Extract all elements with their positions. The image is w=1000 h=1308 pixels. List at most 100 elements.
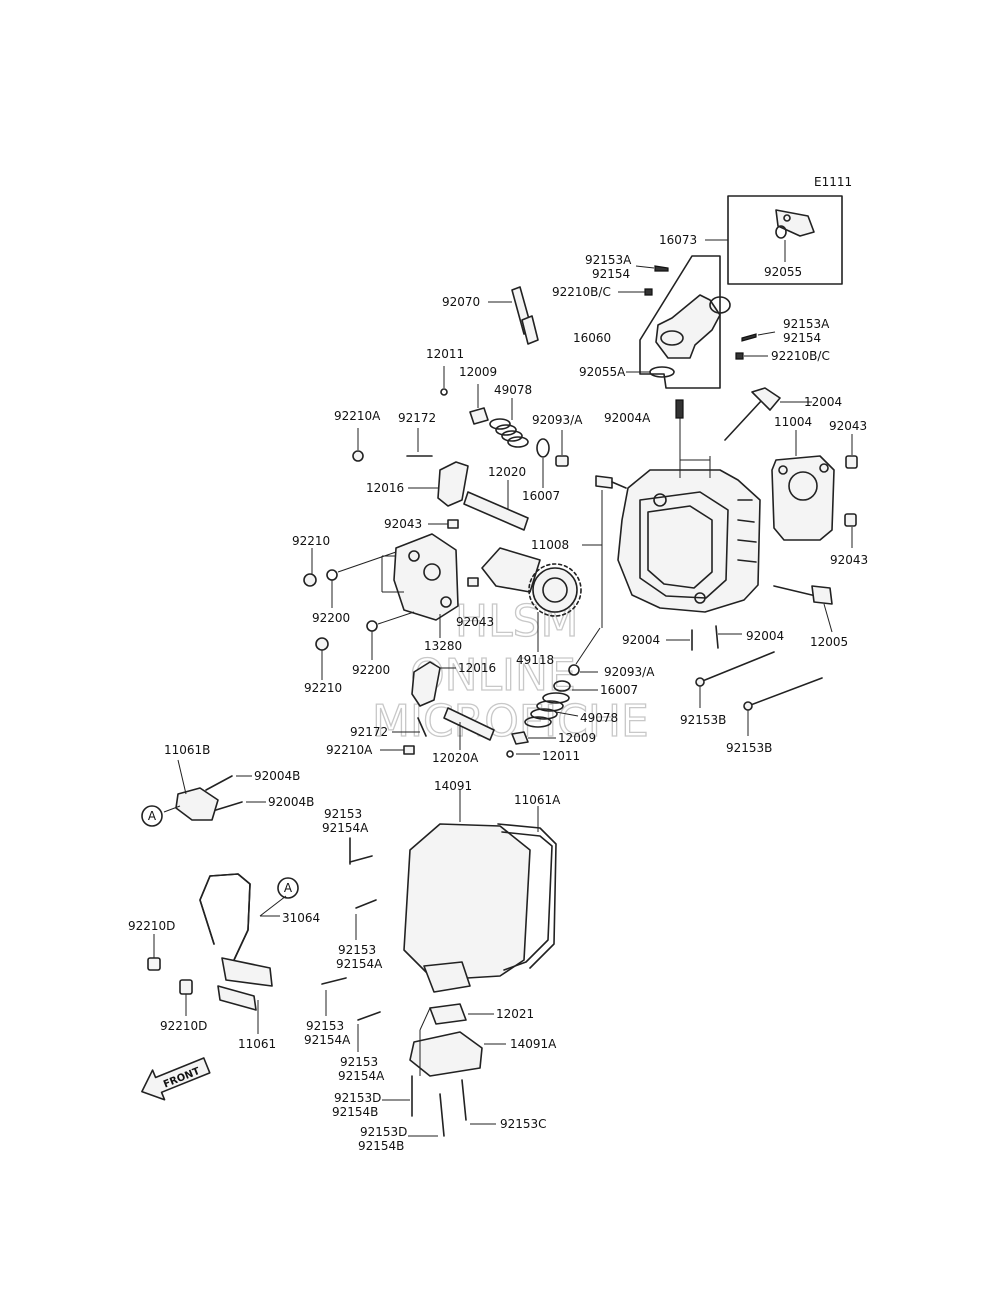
label-12021: 12021 [496, 1007, 534, 1021]
label-12020: 12020 [488, 465, 526, 479]
label-92154b-2: 92154B [358, 1139, 404, 1153]
nut-92210a [352, 450, 364, 462]
label-92210bc-1: 92210B/C [552, 285, 611, 299]
valve-exhaust [724, 387, 812, 441]
rocker-arm-upper [437, 461, 469, 507]
part-labels: 16073 92055 92153A 92154 92210B/C 92070 … [128, 233, 868, 1153]
label-92004b-1: 92004B [254, 769, 300, 783]
valve-train [303, 366, 627, 758]
label-92172-1: 92172 [398, 411, 436, 425]
label-16007-2: 16007 [600, 683, 638, 697]
label-92153-4: 92153 [340, 1055, 378, 1069]
label-92153a-2: 92153A [783, 317, 830, 331]
label-92210-1: 92210 [292, 534, 330, 548]
breather-group: A A FRONT [141, 759, 299, 1101]
label-92154a-1: 92154A [322, 821, 369, 835]
ref-mark-a-right-text: A [284, 881, 293, 895]
label-12004: 12004 [804, 395, 842, 409]
gasket-11061 [217, 985, 257, 1011]
label-92043-2: 92043 [384, 517, 422, 531]
label-12009-1: 12009 [459, 365, 497, 379]
insulator-shape [775, 209, 815, 237]
label-11008: 11008 [531, 538, 569, 552]
gasket-12021 [429, 1003, 467, 1025]
dowel-pin-lower [844, 513, 857, 527]
label-92004b-2: 92004B [268, 795, 314, 809]
label-92043-4: 92043 [456, 615, 494, 629]
plate-11061b [175, 787, 219, 821]
label-92200-1: 92200 [312, 611, 350, 625]
label-92154b-1: 92154B [332, 1105, 378, 1119]
label-13280: 13280 [424, 639, 462, 653]
label-12020a: 12020A [432, 751, 479, 765]
label-92093a-2: 92093/A [604, 665, 655, 679]
label-92154a-4: 92154A [338, 1069, 385, 1083]
rocker-shaft-lower [443, 707, 495, 741]
retainer-12009 [469, 407, 489, 425]
valve-spring-upper [489, 398, 529, 448]
label-92154a-3: 92154A [304, 1033, 351, 1047]
label-92153d-1: 92153D [334, 1091, 381, 1105]
label-92153b-2: 92153B [726, 741, 772, 755]
seal-16007 [536, 438, 550, 458]
label-12016-1: 12016 [366, 481, 404, 495]
front-arrow: FRONT [141, 1057, 211, 1101]
head-cover [321, 790, 557, 1137]
valve-intake [773, 585, 833, 633]
intake-manifold [655, 294, 721, 359]
label-92200-2: 92200 [352, 663, 390, 677]
label-49078-2: 49078 [580, 711, 618, 725]
label-92153-2: 92153 [338, 943, 376, 957]
label-92154-1: 92154 [592, 267, 630, 281]
label-12011-1: 12011 [426, 347, 464, 361]
label-49078-1: 49078 [494, 383, 532, 397]
label-92153-1: 92153 [324, 807, 362, 821]
label-92210d-1: 92210D [128, 919, 175, 933]
label-92153a-1: 92153A [585, 253, 632, 267]
label-92093a-1: 92093/A [532, 413, 583, 427]
camshaft [481, 547, 582, 652]
label-92154-2: 92154 [783, 331, 821, 345]
cap-92210d-upper [147, 957, 161, 971]
label-16007-1: 16007 [522, 489, 560, 503]
label-11061: 11061 [238, 1037, 276, 1051]
keeper-12011 [440, 388, 448, 396]
label-92153d-2: 92153D [360, 1125, 407, 1139]
label-49118: 49118 [516, 653, 554, 667]
nut-92210-lower [315, 637, 329, 651]
label-92004-2: 92004 [746, 629, 784, 643]
label-92004-1: 92004 [622, 633, 660, 647]
label-11061b: 11061B [164, 743, 210, 757]
label-92210bc-2: 92210B/C [771, 349, 830, 363]
rocker-arm-lower [411, 661, 441, 707]
label-92210a-2: 92210A [326, 743, 373, 757]
rocker-shaft [463, 491, 529, 531]
label-92210a-1: 92210A [334, 409, 381, 423]
label-92004a: 92004A [604, 411, 651, 425]
o-ring-inset [775, 225, 787, 239]
label-12016-2: 12016 [458, 661, 496, 675]
label-11061a: 11061A [514, 793, 561, 807]
label-12005: 12005 [810, 635, 848, 649]
seal-16007-lower [553, 680, 571, 692]
ref-mark-a-right [277, 877, 299, 899]
cylinder-head [582, 387, 858, 736]
label-12011-2: 12011 [542, 749, 580, 763]
label-16073: 16073 [659, 233, 697, 247]
label-16060: 16060 [573, 331, 611, 345]
label-92154a-2: 92154A [336, 957, 383, 971]
insulator-hole [783, 214, 791, 222]
intake-group [488, 195, 843, 389]
camshaft-holder [393, 533, 459, 638]
label-92153-3: 92153 [306, 1019, 344, 1033]
nut-92210-upper [303, 573, 317, 587]
watermark-line-3: MICROFICHE [372, 696, 649, 747]
ref-mark-a-left-text: A [148, 809, 157, 823]
dowel-pin-upper [845, 455, 858, 469]
label-11004: 11004 [774, 415, 812, 429]
label-14091a: 14091A [510, 1037, 557, 1051]
washer-92200-lower [366, 620, 378, 632]
label-14091: 14091 [434, 779, 472, 793]
label-92172-2: 92172 [350, 725, 388, 739]
